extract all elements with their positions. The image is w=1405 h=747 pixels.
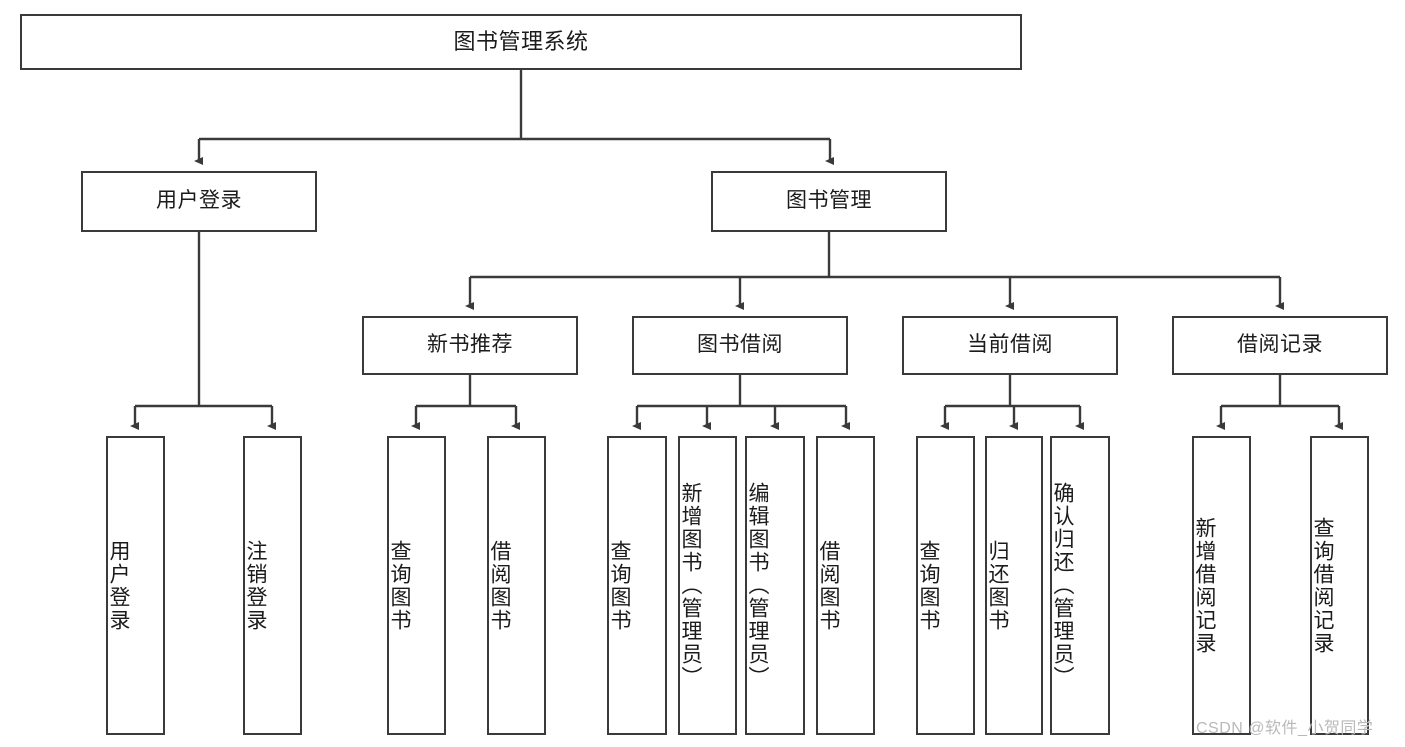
node-leaf-logout[interactable]: 注销登录	[243, 436, 302, 735]
node-leaf-edit-book-label: 编辑图书（管理员）	[746, 482, 769, 689]
node-leaf-edit-book[interactable]: 编辑图书（管理员）	[745, 436, 805, 735]
node-borrow-record[interactable]: 借阅记录	[1172, 316, 1388, 375]
node-leaf-borrow-book-1-label: 借阅图书	[488, 539, 511, 632]
node-leaf-borrow-book-2[interactable]: 借阅图书	[816, 436, 875, 735]
node-root[interactable]: 图书管理系统	[20, 14, 1022, 70]
node-leaf-add-record[interactable]: 新增借阅记录	[1192, 436, 1251, 735]
node-new-book-recommend[interactable]: 新书推荐	[362, 316, 578, 375]
node-leaf-query-book-1[interactable]: 查询图书	[387, 436, 446, 735]
node-leaf-query-record[interactable]: 查询借阅记录	[1310, 436, 1369, 735]
node-leaf-query-book-3-label: 查询图书	[917, 539, 940, 632]
watermark: CSDN @软件_小贺同学	[1196, 720, 1374, 737]
node-leaf-confirm-return[interactable]: 确认归还（管理员）	[1050, 436, 1110, 735]
node-leaf-confirm-return-label: 确认归还（管理员）	[1051, 482, 1074, 689]
node-leaf-query-book-3[interactable]: 查询图书	[916, 436, 975, 735]
node-leaf-query-book-2-label: 查询图书	[608, 539, 631, 632]
node-user-login-label: 用户登录	[156, 189, 242, 213]
node-leaf-add-book[interactable]: 新增图书（管理员）	[678, 436, 737, 735]
node-current-borrow[interactable]: 当前借阅	[902, 316, 1118, 375]
node-leaf-borrow-book-2-label: 借阅图书	[817, 539, 840, 632]
node-leaf-return-book[interactable]: 归还图书	[985, 436, 1043, 735]
node-leaf-query-book-2[interactable]: 查询图书	[607, 436, 667, 735]
node-borrow-record-label: 借阅记录	[1237, 333, 1323, 357]
node-book-borrow[interactable]: 图书借阅	[632, 316, 848, 375]
node-book-manage[interactable]: 图书管理	[711, 171, 947, 232]
node-leaf-query-book-1-label: 查询图书	[388, 539, 411, 632]
node-new-book-recommend-label: 新书推荐	[427, 333, 513, 357]
node-leaf-logout-label: 注销登录	[244, 539, 267, 632]
node-leaf-add-record-label: 新增借阅记录	[1193, 516, 1216, 655]
node-leaf-add-book-label: 新增图书（管理员）	[679, 482, 702, 689]
node-user-login[interactable]: 用户登录	[81, 171, 317, 232]
node-leaf-borrow-book-1[interactable]: 借阅图书	[487, 436, 546, 735]
node-leaf-user-login[interactable]: 用户登录	[106, 436, 165, 735]
node-leaf-return-book-label: 归还图书	[986, 539, 1009, 632]
node-leaf-user-login-label: 用户登录	[107, 539, 130, 632]
node-leaf-query-record-label: 查询借阅记录	[1311, 516, 1334, 655]
node-book-borrow-label: 图书借阅	[697, 333, 783, 357]
node-root-label: 图书管理系统	[453, 29, 589, 55]
node-current-borrow-label: 当前借阅	[967, 333, 1053, 357]
node-book-manage-label: 图书管理	[786, 189, 872, 213]
